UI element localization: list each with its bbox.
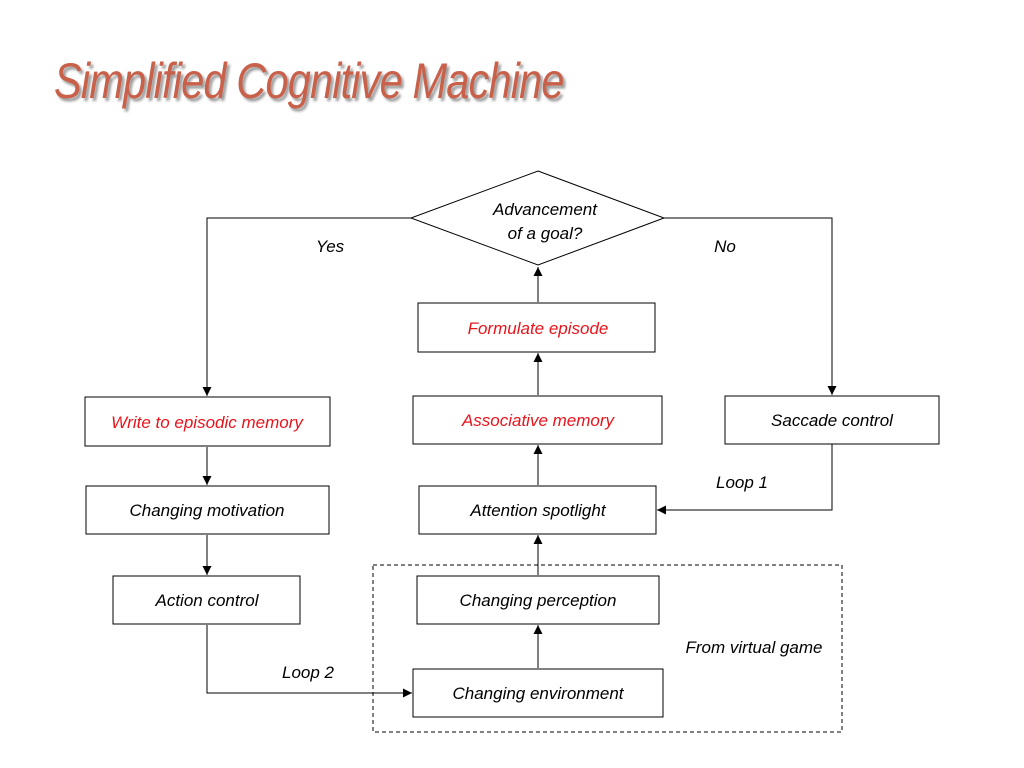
loop2-arrow [206, 625, 412, 698]
loop2-label: Loop 2 [282, 663, 335, 682]
associative-memory-label: Associative memory [461, 411, 616, 430]
associative-memory-box [412, 395, 663, 445]
no-branch-arrow [664, 217, 837, 395]
write-episodic-memory-label: Write to episodic memory [111, 413, 304, 432]
loop1-arrow [657, 444, 833, 515]
yes-branch-arrow [202, 217, 411, 396]
changing-motivation-label: Changing motivation [130, 501, 285, 520]
saccade-control-label: Saccade control [771, 411, 894, 430]
changing-motivation-box [85, 485, 330, 535]
attention-spotlight-box [418, 485, 657, 535]
changing-environment-box [412, 668, 664, 718]
decision-diamond [409, 170, 666, 266]
decision-text-line1: Advancement [492, 200, 598, 219]
from-virtual-game-label: From virtual game [686, 638, 823, 657]
page-title: Simplified Cognitive Machine [54, 53, 564, 109]
loop1-label: Loop 1 [716, 473, 768, 492]
action-control-label: Action control [155, 591, 260, 610]
saccade-control-box [724, 395, 940, 445]
changing-perception-label: Changing perception [460, 591, 617, 610]
attention-spotlight-label: Attention spotlight [469, 501, 606, 520]
changing-perception-box [416, 575, 660, 625]
no-label: No [714, 237, 736, 256]
formulate-episode-label: Formulate episode [468, 319, 609, 338]
write-episodic-memory-box [84, 396, 331, 447]
virtual-game-region [372, 564, 843, 733]
yes-label: Yes [316, 237, 345, 256]
formulate-episode-box [417, 302, 656, 353]
action-control-box [112, 575, 301, 625]
changing-environment-label: Changing environment [452, 684, 624, 703]
decision-text-line2: of a goal? [508, 224, 583, 243]
